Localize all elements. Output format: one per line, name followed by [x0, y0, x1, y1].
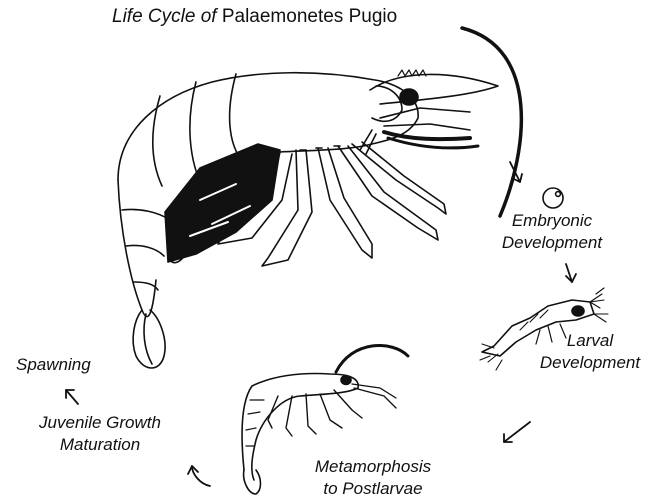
adult-shrimp-illustration — [118, 28, 521, 368]
label-metamorphosis: Metamorphosis to Postlarvae — [294, 456, 452, 500]
egg-illustration — [543, 188, 563, 208]
arrow-embryo-to-larva — [566, 264, 576, 282]
title-species-part: Palaemonetes Pugio — [222, 6, 397, 27]
label-larval-development: Larval Development — [524, 330, 656, 374]
title-italic-part: Life Cycle of — [112, 6, 217, 27]
label-spawning: Spawning — [16, 354, 91, 376]
label-juvenile-growth: Juvenile Growth Maturation — [18, 412, 182, 456]
arrow-larva-to-postlarva — [504, 422, 530, 442]
arrow-juvenile-to-spawning — [66, 390, 78, 404]
diagram-title: Life Cycle of Palaemonetes Pugio — [112, 6, 397, 28]
arrow-postlarva-to-juvenile — [188, 466, 210, 486]
label-embryonic-development: Embryonic Development — [486, 210, 618, 254]
